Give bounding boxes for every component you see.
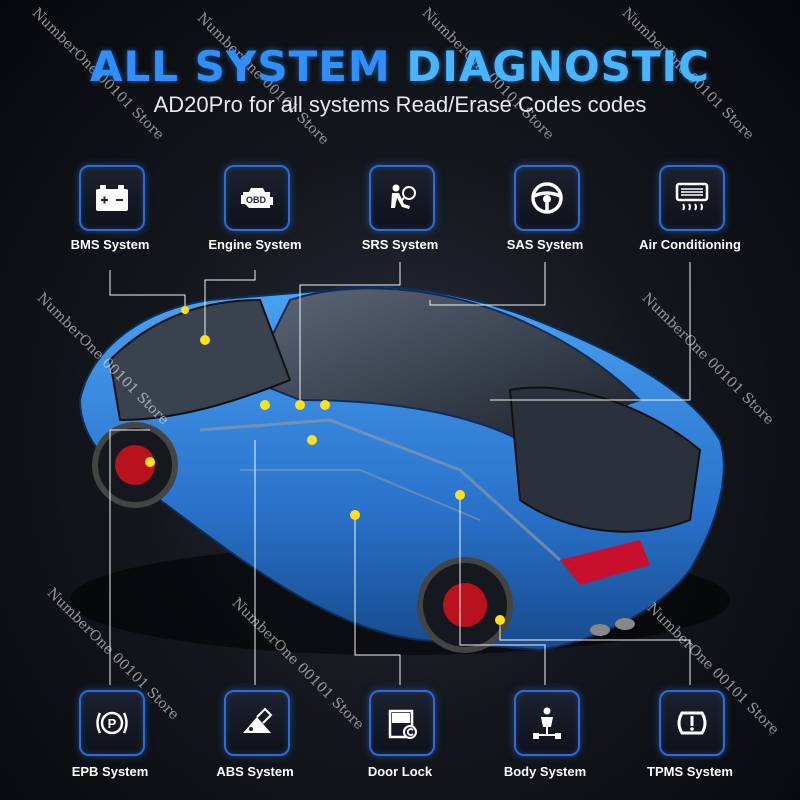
svg-text:P: P — [108, 716, 117, 731]
obd-engine-icon: OBD — [241, 188, 273, 208]
bottom-system-label: Door Lock — [367, 764, 433, 779]
door-lock-icon — [388, 709, 417, 739]
body-system-tile — [514, 690, 580, 756]
tpms-tile — [659, 690, 725, 756]
abs-icon — [243, 707, 273, 733]
bottom-system-label: ABS System — [216, 764, 294, 779]
epb-tile: P — [79, 690, 145, 756]
steering-wheel-icon — [531, 182, 563, 214]
top-system-label: BMS System — [70, 237, 150, 252]
page-subtitle: AD20Pro for all systems Read/Erase Codes… — [153, 92, 647, 117]
engine-tile: OBD — [224, 165, 290, 231]
top-system-label: Air Conditioning — [639, 237, 741, 252]
battery-icon — [96, 185, 128, 211]
page-title: ALL SYSTEM DIAGNOSTIC — [0, 42, 800, 91]
parking-brake-icon: P — [96, 711, 128, 735]
bottom-system-label: EPB System — [71, 764, 149, 779]
abs-tile — [224, 690, 290, 756]
srs-tile — [369, 165, 435, 231]
bms-tile — [79, 165, 145, 231]
body-system-icon — [533, 707, 561, 739]
airbag-icon — [391, 184, 416, 209]
top-system-label: Engine System — [208, 237, 302, 252]
door-lock-tile — [369, 690, 435, 756]
ac-tile — [659, 165, 725, 231]
air-conditioning-icon — [675, 182, 709, 211]
bottom-system-label: Body System — [503, 764, 587, 779]
bottom-system-label: TPMS System — [647, 764, 733, 779]
title-part-2: DIAGNOSTIC — [406, 42, 710, 91]
top-system-label: SAS System — [506, 237, 584, 252]
sas-tile — [514, 165, 580, 231]
title-part-1: ALL SYSTEM — [90, 42, 391, 91]
top-system-label: SRS System — [361, 237, 439, 252]
obd-text: OBD — [246, 195, 267, 205]
tpms-icon — [677, 711, 707, 735]
